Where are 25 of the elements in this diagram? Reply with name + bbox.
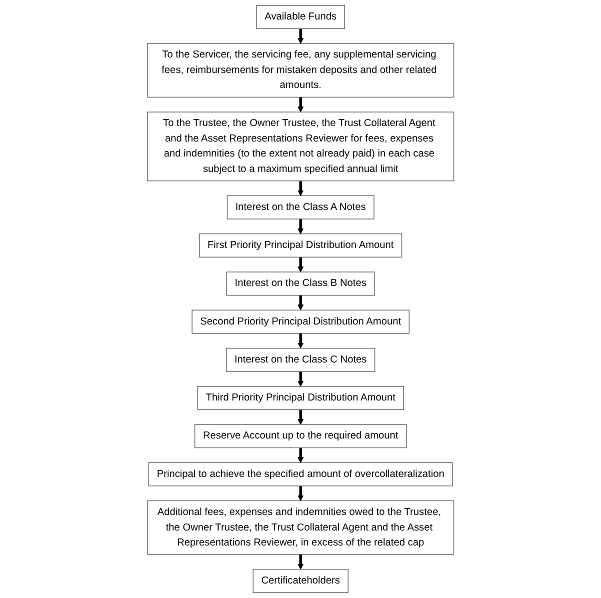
arrow [298,554,304,570]
node-box: Interest on the Class A Notes [226,195,374,220]
arrow [298,372,304,387]
node-box: Additional fees, expenses and indemnities owed to the Trustee, the Owner Trustee, the Trust Collateral Agent and the Asset Representations Reviewer, in excess of the related cap [146,500,454,555]
node-box: Interest on the Class C Notes [226,348,376,372]
arrow [298,219,304,234]
arrow [298,448,304,463]
arrow [298,28,304,44]
arrow [298,486,304,502]
node-box: Third Priority Principal Distribution Amount [197,386,404,410]
node-box: Available Funds [256,5,345,30]
arrow [298,410,304,425]
node-box: Reserve Account up to the required amount [194,424,407,448]
node-box: Principal to achieve the specified amount of overcollateralization [148,462,453,486]
arrow [298,180,304,196]
node-box: Certificateholders [252,568,348,593]
node-box: To the Trustee, the Owner Trustee, the Trust Collateral Agent and the Asset Representations Reviewer for fees, expenses and indemnities (to the extent not already paid) in each case subject to a maximum specified annual limit [146,112,454,182]
node-box: First Priority Principal Distribution Amount [198,234,402,258]
arrow [298,333,304,349]
arrow [298,295,304,310]
arrow [298,257,304,272]
node-box: Interest on the Class B Notes [226,272,375,296]
arrow [298,97,304,112]
node-box: To the Servicer, the servicing fee, any supplemental servicing fees, reimbursements for mistaken deposits and other related amounts. [146,43,454,98]
node-box: Second Priority Principal Distribution Amount [192,310,410,334]
